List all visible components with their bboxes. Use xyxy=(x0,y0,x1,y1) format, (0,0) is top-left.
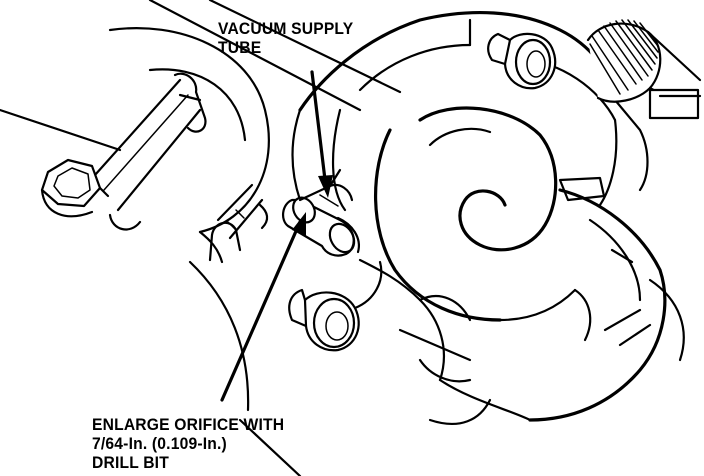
pointer-arrows xyxy=(220,70,333,402)
left-lower-body xyxy=(188,183,269,412)
carburetor-body xyxy=(291,10,685,425)
orifice-label-line-1: ENLARGE ORIFICE WITH xyxy=(92,415,285,434)
enlarge-orifice-label: ENLARGE ORIFICE WITH 7/64-In. (0.109-In.… xyxy=(92,415,284,472)
hex-bolt xyxy=(40,158,110,218)
background-edge-lines xyxy=(0,0,402,476)
vacuum-label-line-1: VACUUM SUPPLY xyxy=(218,19,354,38)
threaded-fitting xyxy=(586,19,702,120)
upper-stud-boss xyxy=(487,32,557,90)
orifice-label-line-3: DRILL BIT xyxy=(92,453,169,472)
linkage-rod xyxy=(93,72,207,231)
vacuum-supply-tube-label: VACUUM SUPPLY TUBE xyxy=(218,19,353,57)
lower-stud-boss xyxy=(288,260,383,352)
round-housing xyxy=(108,27,270,234)
vacuum-supply-tube xyxy=(282,168,360,257)
vacuum-label-line-2: TUBE xyxy=(218,38,262,57)
orifice-label-line-2: 7/64-In. (0.109-In.) xyxy=(92,434,227,453)
